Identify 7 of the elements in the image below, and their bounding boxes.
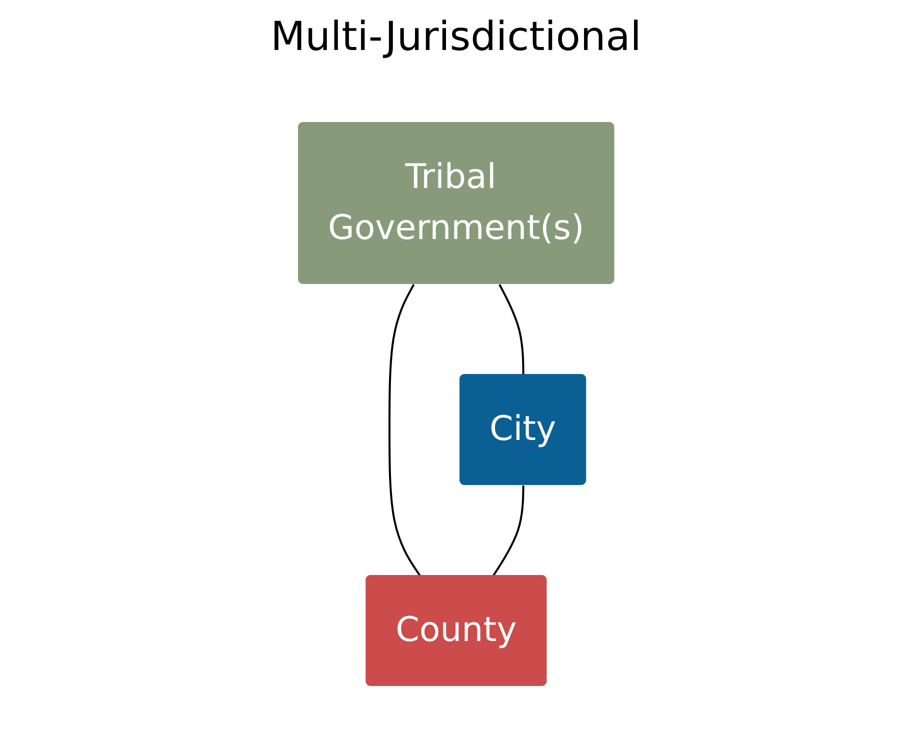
connector — [492, 484, 524, 576]
node-box: County — [365, 574, 547, 686]
node-box: City — [459, 374, 586, 484]
connector — [498, 284, 524, 374]
connector — [388, 284, 421, 576]
node-box: Tribal Government(s) — [298, 122, 614, 284]
center-label: Multi-Jurisdictional — [270, 14, 642, 60]
